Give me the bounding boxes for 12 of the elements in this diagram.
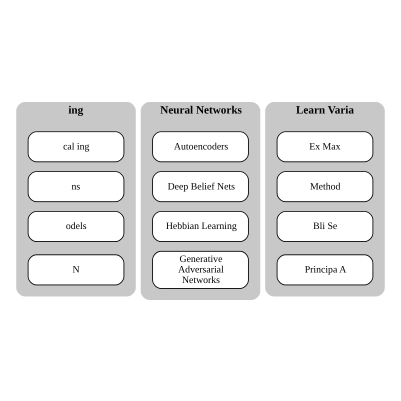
node-box: Hebbian Learning [152, 210, 249, 242]
node-box: Principa A [276, 254, 374, 285]
node-box: Deep Belief Nets [152, 170, 249, 202]
node-box: Bli Se [276, 210, 374, 242]
node-box: cal ing [28, 130, 124, 162]
node-box: Ex Max [276, 130, 374, 162]
node-box: Method [276, 170, 374, 202]
node-box: Autoencoders [152, 130, 249, 162]
node-box: N [28, 254, 124, 285]
node-box: ns [28, 170, 124, 202]
node-box: odels [28, 210, 124, 242]
node-box: Generative Adversarial Networks [152, 250, 249, 288]
